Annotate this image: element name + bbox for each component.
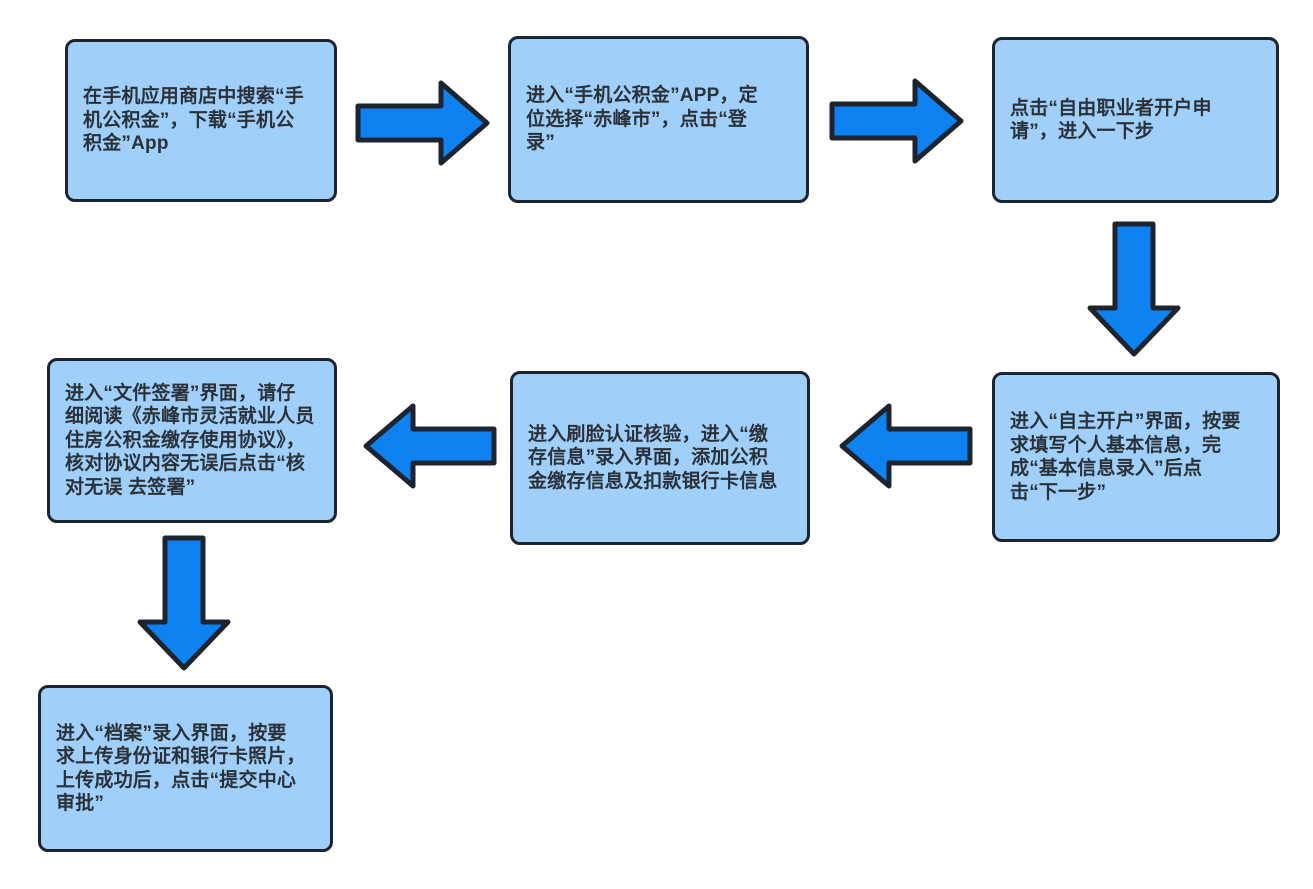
flow-step-2-text: 进入“手机公积金”APP，定 位选择“赤峰市”，点击“登 录” (526, 85, 758, 154)
arrow-right-1-2-icon (355, 80, 490, 166)
flow-step-6: 进入“文件签署”界面，请仔 细阅读《赤峰市灵活就业人员 住房公积金缴存使用协议》… (47, 358, 337, 523)
arrow-left-4-5-icon (839, 403, 973, 489)
flow-step-3-text: 点击“自由职业者开户申 请”，进入一下步 (1010, 97, 1212, 143)
arrow-down-6-7-icon (137, 535, 231, 671)
flow-step-7-text: 进入“档案”录入界面，按要 求上传身份证和银行卡照片， 上传成功后，点击“提交中… (56, 722, 306, 815)
flow-step-4: 进入“自主开户”界面，按要 求填写个人基本信息，完 成“基本信息录入”后点 击“… (992, 372, 1280, 542)
arrow-right-2-3-icon (829, 78, 964, 164)
flow-step-4-text: 进入“自主开户”界面，按要 求填写个人基本信息，完 成“基本信息录入”后点 击“… (1010, 411, 1241, 503)
flow-step-7: 进入“档案”录入界面，按要 求上传身份证和银行卡照片， 上传成功后，点击“提交中… (38, 685, 333, 852)
flow-step-2: 进入“手机公积金”APP，定 位选择“赤峰市”，点击“登 录” (508, 36, 809, 203)
flow-step-6-text: 进入“文件签署”界面，请仔 细阅读《赤峰市灵活就业人员 住房公积金缴存使用协议》… (65, 382, 315, 498)
flow-step-3: 点击“自由职业者开户申 请”，进入一下步 (992, 37, 1279, 203)
arrow-down-3-4-icon (1087, 221, 1181, 357)
flow-step-1-text: 在手机应用商店中搜索“手 机公积金”，下载“手机公 积金”App (83, 86, 304, 155)
arrow-left-5-6-icon (363, 403, 497, 489)
flow-step-5: 进入刷脸认证核验，进入“缴 存信息”录入界面，添加公积 金缴存信息及扣款银行卡信… (510, 371, 810, 545)
flow-step-1: 在手机应用商店中搜索“手 机公积金”，下载“手机公 积金”App (65, 39, 337, 202)
flow-step-5-text: 进入刷脸认证核验，进入“缴 存信息”录入界面，添加公积 金缴存信息及扣款银行卡信… (528, 423, 778, 492)
